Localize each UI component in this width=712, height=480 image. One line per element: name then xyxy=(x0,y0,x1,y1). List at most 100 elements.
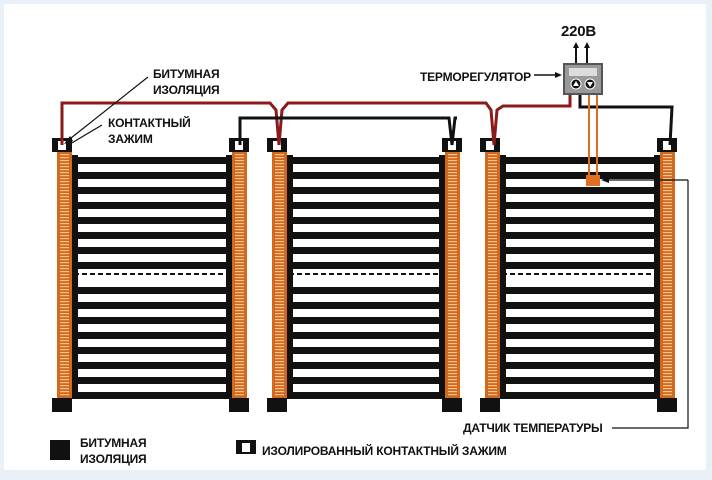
panel-2-left-strip-rung xyxy=(275,349,284,351)
panel-1-left-strip-rung xyxy=(60,394,69,396)
panel-2-left-strip-rung xyxy=(275,271,284,273)
panel-2-left-strip-rung xyxy=(275,346,284,348)
panel-3-left-strip-rung xyxy=(488,232,497,234)
panel-3-left-strip-rung xyxy=(488,337,497,339)
panel-2-right-strip-rung xyxy=(448,388,457,390)
panel-1-left-strip-rung xyxy=(60,193,69,195)
panel-3-heating-stripe xyxy=(500,377,660,384)
panel-1-right-strip-rung xyxy=(235,298,244,300)
panel-3-right-strip-rung xyxy=(663,247,672,249)
panel-1-left-strip-rung xyxy=(60,217,69,219)
panel-3-right-strip-rung xyxy=(663,358,672,360)
panel-3-right-strip-rung xyxy=(663,268,672,270)
panel-3-right-strip-rung xyxy=(663,322,672,324)
panel-3-bottom-left-insulation xyxy=(480,398,500,412)
panel-1-right-strip-rung xyxy=(235,244,244,246)
panel-2-right-strip-rung xyxy=(448,367,457,369)
panel-3-left-strip-rung xyxy=(488,358,497,360)
panel-1-bottom-left-insulation xyxy=(52,398,72,412)
panel-1-right-strip-rung xyxy=(235,277,244,279)
legend-clamp-icon-contact xyxy=(242,443,250,452)
panel-1-left-strip-rung xyxy=(60,154,69,156)
panel-2-left-strip-rung xyxy=(275,238,284,240)
panel-3-left-strip-rung xyxy=(488,199,497,201)
panel-1-left-strip-rung xyxy=(60,331,69,333)
panel-1-left-strip-rung xyxy=(60,328,69,330)
arrow-up-icon xyxy=(573,42,579,48)
panel-1-left-strip-rung xyxy=(60,388,69,390)
panel-3-right-strip-rung xyxy=(663,367,672,369)
panel-1-left-strip-rung xyxy=(60,166,69,168)
panel-3-left-strip-rung xyxy=(488,166,497,168)
panel-1-left-strip-rung xyxy=(60,295,69,297)
panel-1-right-strip-rung xyxy=(235,268,244,270)
panel-1-left-strip-rung xyxy=(60,337,69,339)
panel-1-right-strip-rung xyxy=(235,379,244,381)
panel-3-right-strip-rung xyxy=(663,262,672,264)
panel-2-left-strip-rung xyxy=(275,289,284,291)
panel-2-right-strip-rung xyxy=(448,169,457,171)
panel-2-right-strip-rung xyxy=(448,358,457,360)
panel-2-left-strip-rung xyxy=(275,277,284,279)
panel-2-right-strip-rung xyxy=(448,214,457,216)
panel-3-right-strip-rung xyxy=(663,325,672,327)
panel-1-left-strip-rung xyxy=(60,277,69,279)
panel-2-right-strip-rung xyxy=(448,220,457,222)
panel-2-right-strip-rung xyxy=(448,379,457,381)
panel-1-left-strip-rung xyxy=(60,340,69,342)
panel-3-right-strip-rung xyxy=(663,253,672,255)
panel-3-right-strip-rung xyxy=(663,274,672,276)
panel-2-right-strip-rung xyxy=(448,280,457,282)
panel-2-left-strip-rung xyxy=(275,154,284,156)
panel-2-left-strip-rung xyxy=(275,253,284,255)
panel-2-right-strip-rung xyxy=(448,193,457,195)
panel-1-right-strip-rung xyxy=(235,334,244,336)
panel-1-right-strip-rung xyxy=(235,265,244,267)
panel-2-left-strip-rung xyxy=(275,157,284,159)
panel-3-left-strip-rung xyxy=(488,373,497,375)
panel-3-right-strip-rung xyxy=(663,175,672,177)
panel-2-right-strip-rung xyxy=(448,178,457,180)
panel-3-right-strip-rung xyxy=(663,379,672,381)
panel-2-right-strip-rung xyxy=(448,376,457,378)
panel-1-left-strip-rung xyxy=(60,349,69,351)
panel-3-left-strip-rung xyxy=(488,304,497,306)
panel-1-right-strip-rung xyxy=(235,193,244,195)
panel-3-right-strip-rung xyxy=(663,202,672,204)
panel-3-left-strip-rung xyxy=(488,178,497,180)
panel-3-left-strip-rung xyxy=(488,196,497,198)
panel-3-right-strip-rung xyxy=(663,196,672,198)
panel-1-right-strip-rung xyxy=(235,238,244,240)
panel-1-left-strip-rung xyxy=(60,157,69,159)
panel-3-right-strip-rung xyxy=(663,181,672,183)
panel-1-right-strip-rung xyxy=(235,175,244,177)
panel-1-left-strip-rung xyxy=(60,289,69,291)
bitumen-label-2: ИЗОЛЯЦИЯ xyxy=(153,83,220,97)
panel-2-heating-stripe xyxy=(287,247,445,254)
panel-1-right-strip-rung xyxy=(235,310,244,312)
panel-1-right-strip-rung xyxy=(235,166,244,168)
up-arrow-icon xyxy=(573,81,579,86)
panel-3-left-strip-rung xyxy=(488,211,497,213)
panel-3-left-strip-rung xyxy=(488,283,497,285)
panel-2-left-strip-rung xyxy=(275,184,284,186)
panel-2-right-strip-rung xyxy=(448,289,457,291)
panel-3-heating-stripe xyxy=(500,347,660,354)
panel-1-left-strip-rung xyxy=(60,241,69,243)
panel-2-left-strip-rung xyxy=(275,334,284,336)
panel-1-left-strip-rung xyxy=(60,184,69,186)
panel-2-right-strip-rung xyxy=(448,328,457,330)
panel-2-left-strip-rung xyxy=(275,265,284,267)
panel-3-right-strip-rung xyxy=(663,310,672,312)
panel-2-left-strip-rung xyxy=(275,385,284,387)
panel-1-left-strip-rung xyxy=(60,370,69,372)
panel-1-left-strip-rung xyxy=(60,190,69,192)
panel-2-heating-stripe xyxy=(287,287,445,294)
panel-2-bottom-right-insulation xyxy=(442,398,462,412)
panel-2-left-strip-rung xyxy=(275,391,284,393)
panel-3-right-strip-rung xyxy=(663,235,672,237)
panel-1-heating-stripe xyxy=(72,377,232,384)
panel-2-right-strip-rung xyxy=(448,226,457,228)
panel-3-right-strip-rung xyxy=(663,241,672,243)
panel-3-right-strip-rung xyxy=(663,328,672,330)
